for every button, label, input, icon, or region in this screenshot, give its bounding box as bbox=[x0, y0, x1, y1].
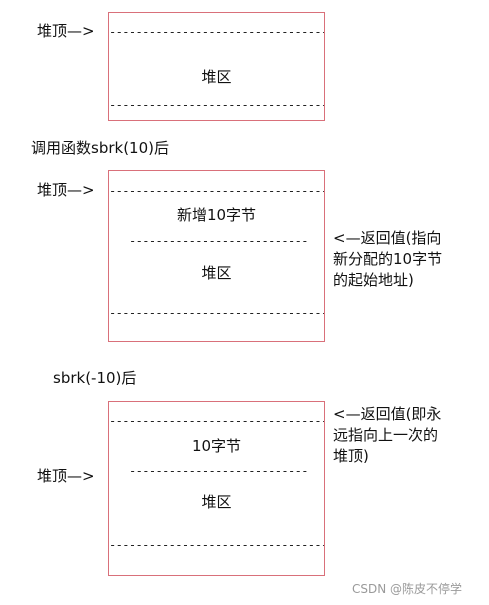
heap-top-dashed-line: ----------------------------------------… bbox=[109, 414, 324, 428]
heap-bottom-dashed-line: ----------------------------------------… bbox=[109, 538, 324, 552]
note-line: 远指向上一次的 bbox=[333, 426, 439, 444]
heap-box-1: ----------------------------------------… bbox=[108, 12, 325, 121]
heap-area-label: 堆区 bbox=[201, 493, 232, 511]
block-divider-dashed-line: ----------------------------------------… bbox=[129, 464, 309, 478]
block-divider-dashed-line: ----------------------------------------… bbox=[129, 234, 309, 248]
note-line: <—返回值(指向 bbox=[333, 229, 442, 247]
heap-bottom-dashed-line: ----------------------------------------… bbox=[109, 306, 324, 320]
heap-area-label: 堆区 bbox=[201, 68, 232, 86]
note-line: 堆顶) bbox=[333, 447, 369, 465]
heap-top-label-2: 堆顶—> bbox=[37, 181, 95, 199]
heap-bottom-dashed-line: ----------------------------------------… bbox=[109, 98, 324, 112]
heap-top-dashed-line: ----------------------------------------… bbox=[109, 184, 324, 198]
return-value-note-2: <—返回值(指向 新分配的10字节 的起始地址) bbox=[333, 228, 442, 291]
heap-top-dashed-line: ----------------------------------------… bbox=[109, 25, 324, 39]
note-line: 的起始地址) bbox=[333, 271, 414, 289]
csdn-watermark: CSDN @陈皮不停学 bbox=[352, 582, 463, 596]
new-block-label: 新增10字节 bbox=[176, 206, 257, 224]
return-value-note-3: <—返回值(即永 远指向上一次的 堆顶) bbox=[333, 404, 441, 467]
heap-box-3: ----------------------------------------… bbox=[108, 401, 325, 576]
block-label: 10字节 bbox=[191, 437, 242, 455]
sbrk-negative-caption: sbrk(-10)后 bbox=[53, 369, 137, 387]
call-caption: 调用函数sbrk(10)后 bbox=[31, 139, 169, 157]
note-line: 新分配的10字节 bbox=[333, 250, 443, 268]
heap-top-label-1: 堆顶—> bbox=[37, 22, 95, 40]
heap-top-label-3: 堆顶—> bbox=[37, 467, 95, 485]
heap-box-2: ----------------------------------------… bbox=[108, 170, 325, 342]
note-line: <—返回值(即永 bbox=[333, 405, 442, 423]
heap-area-label: 堆区 bbox=[201, 264, 232, 282]
